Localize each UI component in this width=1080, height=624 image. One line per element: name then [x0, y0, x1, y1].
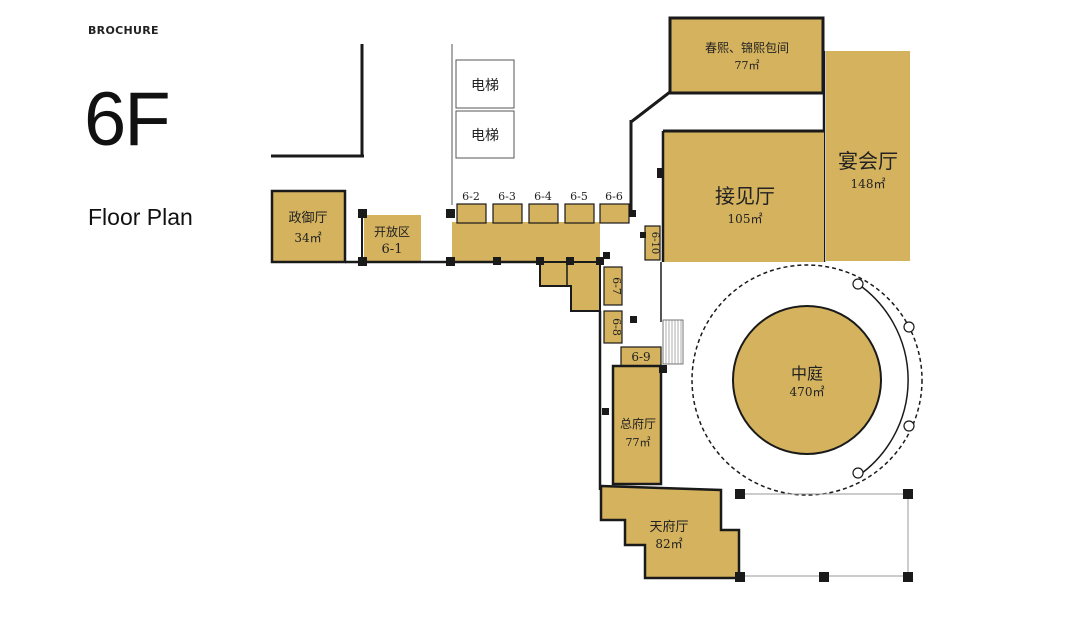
floor-number: 6F: [84, 77, 171, 162]
tianfu-area: 82㎡: [655, 537, 682, 551]
atrium-zhongting[interactable]: 中庭 470㎡: [691, 264, 923, 496]
r68-code: 6-8: [610, 318, 623, 336]
lamp-2: [903, 321, 915, 333]
tianfu-name: 天府厅: [649, 520, 688, 535]
brochure-label: BROCHURE: [88, 24, 159, 37]
zongfu-name: 总府厅: [620, 416, 656, 431]
room-6-2[interactable]: 6-2: [456, 190, 487, 224]
pillars: [358, 168, 913, 582]
corner-wall: [271, 44, 364, 158]
elevator-1-label: 电梯: [471, 78, 499, 94]
room-zhengyu[interactable]: 政御厅 34㎡: [270, 189, 347, 264]
floor-plan-subtitle: Floor Plan: [88, 204, 193, 230]
stairs: [662, 319, 684, 365]
atrium-core: [732, 305, 882, 455]
r62-code: 6-2: [462, 190, 480, 203]
stepped-area: [539, 261, 601, 312]
chunxi-area: 77㎡: [735, 59, 760, 72]
room-chunxi[interactable]: 春熙、锦熙包间 77㎡: [668, 16, 825, 95]
corridor-walls: [345, 90, 671, 264]
room-jiejian[interactable]: 接见厅 105㎡: [661, 129, 824, 262]
r64-code: 6-4: [534, 190, 552, 203]
open-area-code: 6-1: [382, 242, 403, 257]
corridor-band: [452, 222, 600, 262]
room-6-8[interactable]: 6-8: [603, 310, 623, 344]
room-tianfu[interactable]: 天府厅 82㎡: [599, 484, 741, 580]
r63-code: 6-3: [498, 190, 516, 203]
room-zongfu[interactable]: 总府厅 77㎡: [611, 364, 663, 486]
open-area-name: 开放区: [374, 224, 410, 239]
elevator-2-label: 电梯: [471, 128, 499, 144]
r69-code: 6-9: [631, 350, 650, 364]
zhengyu-area: 34㎡: [294, 231, 321, 245]
atrium-dashed-ring: [691, 264, 923, 496]
room-open-area[interactable]: 开放区 6-1: [364, 215, 421, 262]
elevator-2[interactable]: [455, 110, 515, 159]
zhongting-name: 中庭: [791, 364, 823, 383]
r610-code: 6-10: [649, 232, 660, 254]
room-6-3[interactable]: 6-3: [492, 190, 523, 224]
jiejian-area: 105㎡: [728, 212, 763, 226]
room-6-6[interactable]: 6-6: [599, 190, 630, 224]
room-6-4[interactable]: 6-4: [528, 190, 559, 224]
terrace-outline: [740, 493, 909, 577]
yanhui-area: 148㎡: [851, 177, 886, 191]
r66-code: 6-6: [605, 190, 623, 203]
zongfu-area: 77㎡: [626, 436, 651, 449]
chunxi-name: 春熙、锦熙包间: [705, 41, 789, 55]
lamp-1: [852, 278, 864, 290]
yanhui-name: 宴会厅: [838, 149, 898, 173]
room-6-7[interactable]: 6-7: [603, 266, 623, 306]
zhongting-area: 470㎡: [790, 385, 825, 399]
elevator-1[interactable]: [455, 59, 515, 109]
room-yanhui[interactable]: 宴会厅 148㎡: [822, 51, 910, 262]
lamp-4: [852, 467, 864, 479]
room-6-9[interactable]: 6-9: [620, 346, 662, 367]
r65-code: 6-5: [570, 190, 588, 203]
r67-code: 6-7: [610, 277, 623, 295]
lamp-3: [903, 420, 915, 432]
room-6-5[interactable]: 6-5: [564, 190, 595, 224]
elevator-shaft: 电梯 电梯: [451, 44, 515, 205]
zhengyu-name: 政御厅: [288, 211, 327, 226]
jiejian-name: 接见厅: [715, 184, 775, 208]
room-6-10[interactable]: 6-10: [644, 225, 661, 261]
atrium-outer-arc: [857, 283, 909, 477]
